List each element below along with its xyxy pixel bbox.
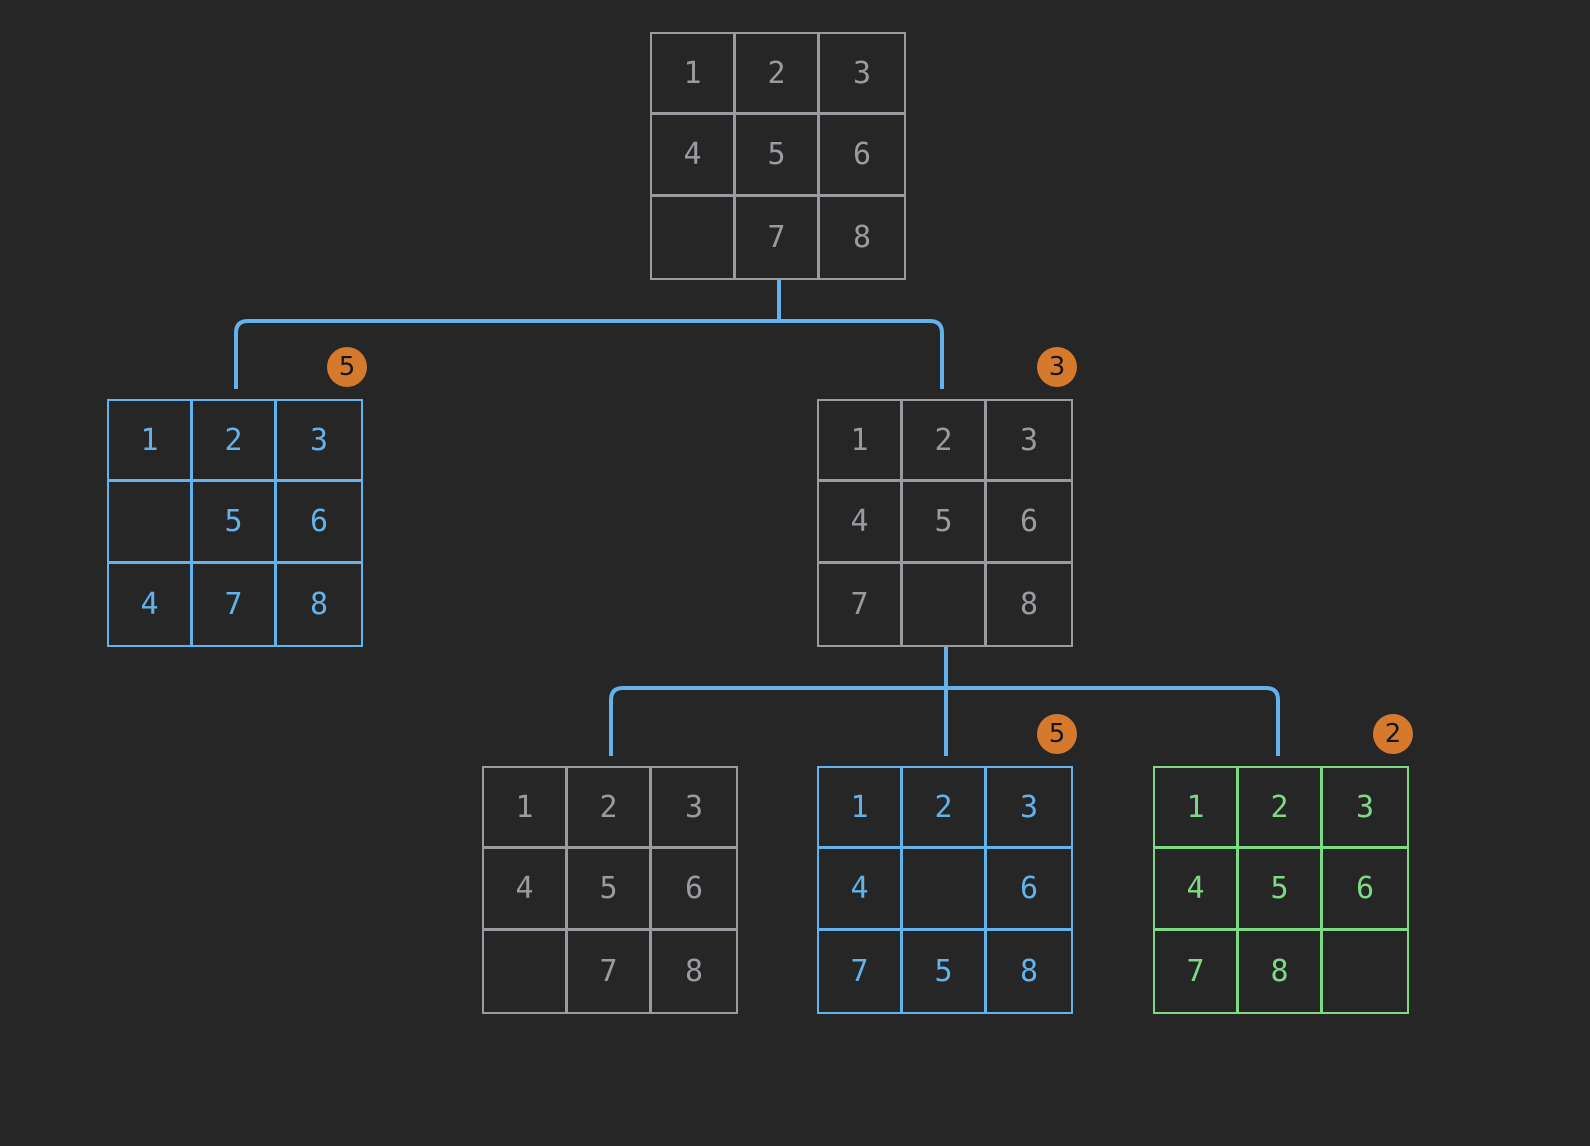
tile: 2: [568, 768, 652, 850]
tile: 4: [652, 115, 736, 197]
tile: 3: [277, 401, 361, 483]
tile: 2: [903, 768, 987, 850]
tile: 5: [1239, 849, 1323, 931]
tile: 5: [568, 849, 652, 931]
tile: 4: [819, 482, 903, 564]
blank-tile: [652, 196, 736, 278]
tile: 3: [652, 768, 736, 850]
tile: 4: [1155, 849, 1239, 931]
tile: 1: [1155, 768, 1239, 850]
tile: 7: [1155, 930, 1239, 1012]
tile: 6: [987, 482, 1071, 564]
tile: 1: [109, 401, 193, 483]
blank-tile: [1323, 931, 1407, 1012]
tile: 3: [987, 768, 1071, 850]
blank-tile: [903, 849, 987, 931]
tile: 8: [684, 953, 704, 989]
tile: 7: [819, 930, 903, 1012]
tile: 1: [652, 34, 736, 116]
tile: 8: [1239, 930, 1323, 1012]
tile: 7: [736, 196, 820, 278]
tile: 7: [568, 930, 652, 1012]
tile: 1: [819, 401, 903, 483]
tile: 6: [1323, 849, 1407, 931]
tile: 8: [852, 219, 872, 255]
tile: 7: [819, 563, 903, 645]
tile: 6: [652, 849, 736, 931]
tile: 6: [987, 849, 1071, 931]
tile: 5: [903, 482, 987, 564]
cost-badge: 3: [1037, 347, 1077, 387]
connector-root-branches: [234, 319, 944, 389]
tile: 2: [1239, 768, 1323, 850]
tile: 3: [1323, 768, 1407, 850]
tile: 4: [109, 563, 193, 645]
cost-badge: 5: [1037, 714, 1077, 754]
tile: 4: [819, 849, 903, 931]
tile: 8: [1019, 953, 1039, 989]
tile: 4: [484, 849, 568, 931]
blank-tile: [484, 930, 568, 1012]
blank-tile: [109, 482, 193, 564]
connector-child-branches: [609, 686, 1280, 756]
tile: 1: [819, 768, 903, 850]
tile: 5: [736, 115, 820, 197]
cost-badge: 5: [327, 347, 367, 387]
tile: 6: [820, 115, 904, 197]
tile: 7: [193, 563, 277, 645]
tile: 5: [193, 482, 277, 564]
tile: 2: [903, 401, 987, 483]
tile: 2: [193, 401, 277, 483]
tile: 5: [903, 930, 987, 1012]
tile: 8: [1019, 586, 1039, 622]
tile: 3: [820, 34, 904, 116]
cost-badge: 2: [1373, 714, 1413, 754]
blank-tile: [903, 563, 987, 645]
tile: 2: [736, 34, 820, 116]
tile: 1: [484, 768, 568, 850]
tile: 8: [309, 586, 329, 622]
tile: 3: [987, 401, 1071, 483]
tile: 6: [277, 482, 361, 564]
